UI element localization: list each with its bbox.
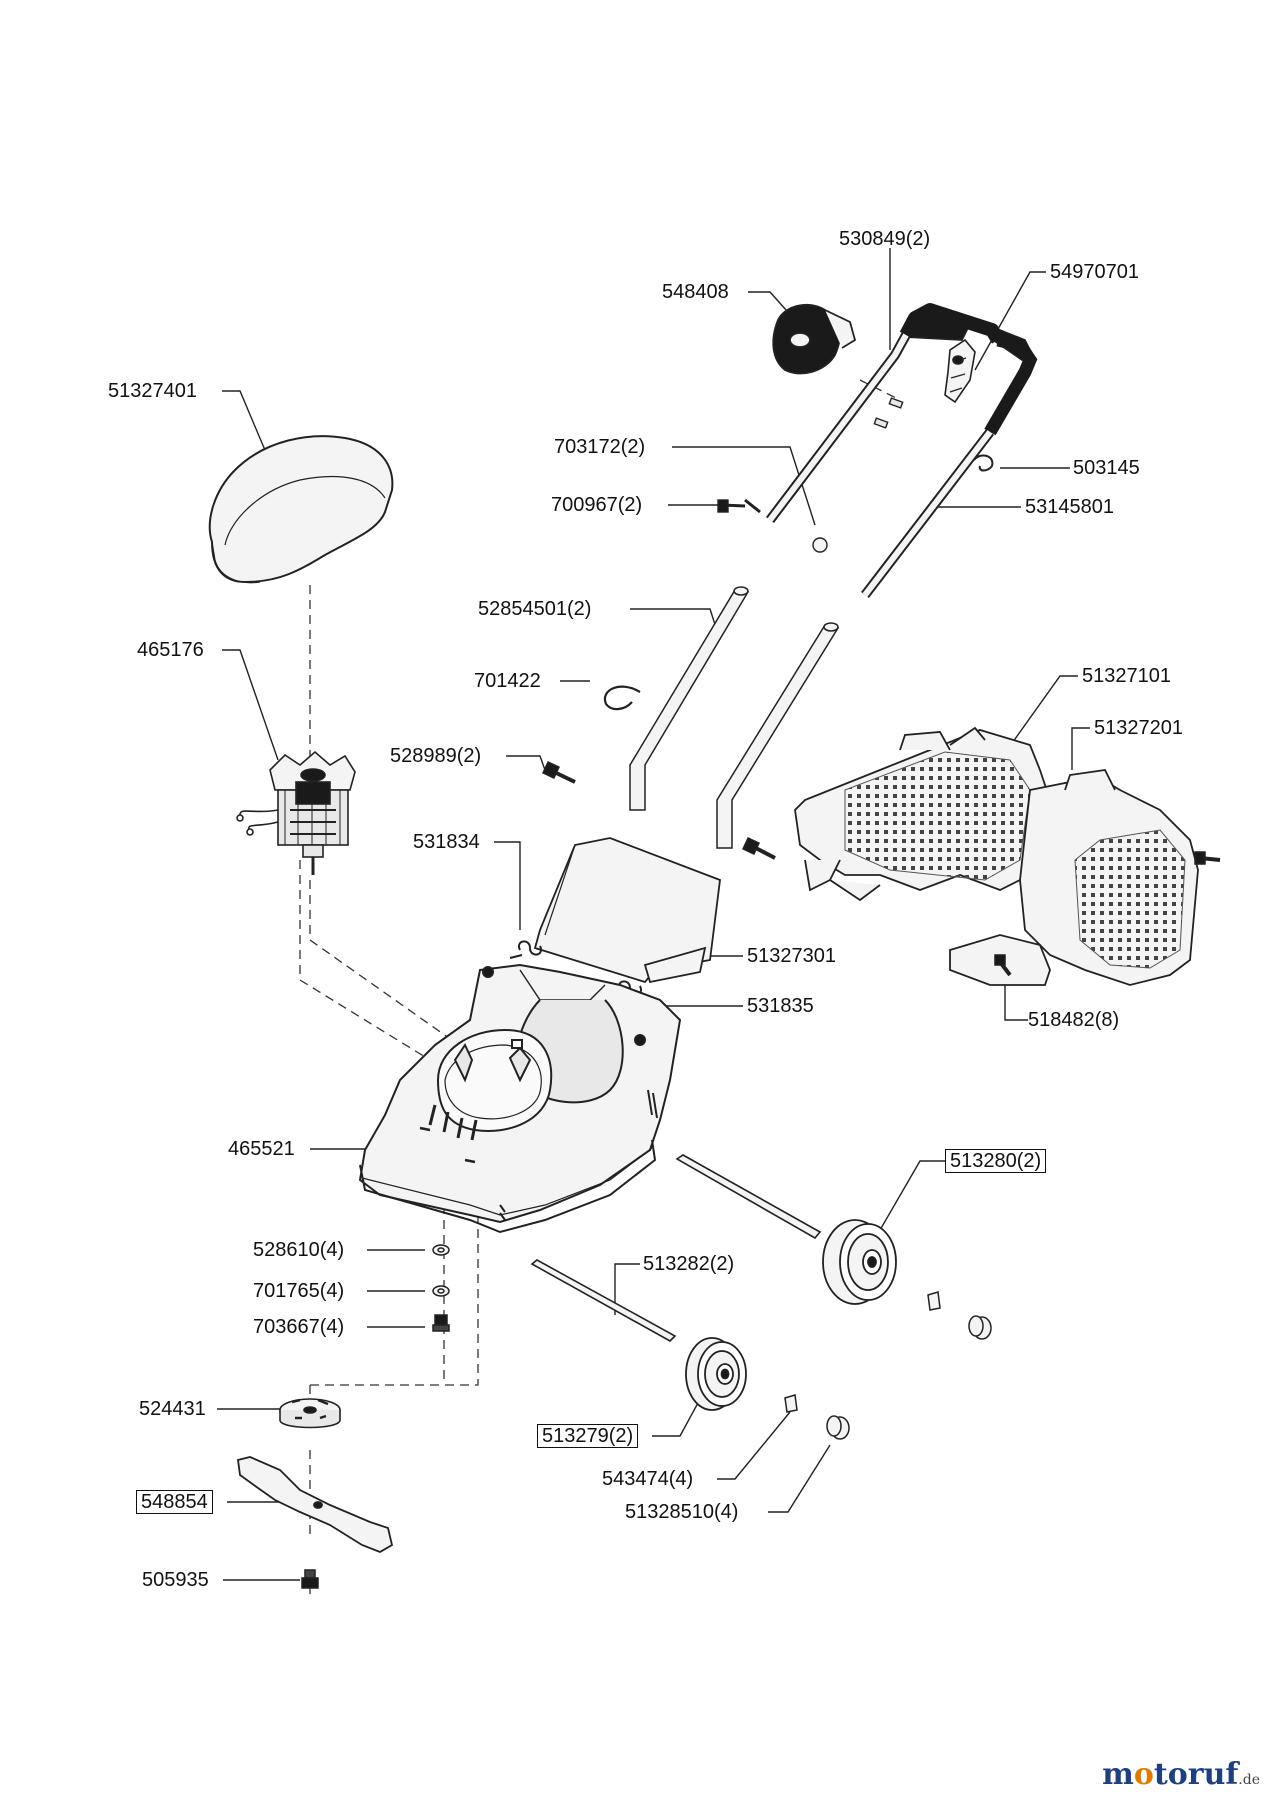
label-703172: 703172(2) <box>554 436 646 458</box>
front-axle <box>530 1259 677 1342</box>
label-543474: 543474(4) <box>602 1468 694 1490</box>
label-51327101: 51327101 <box>1082 665 1171 687</box>
label-548854: 548854 <box>136 1490 213 1514</box>
label-513279: 513279(2) <box>537 1424 639 1448</box>
label-54970701: 54970701 <box>1050 261 1139 283</box>
grass-box-half-left <box>794 726 1051 902</box>
lower-handle-bars <box>629 586 840 849</box>
label-531834: 531834 <box>413 831 480 853</box>
leader-lines <box>217 248 1090 1581</box>
upper-handle <box>766 303 1038 599</box>
mower-deck <box>358 963 682 1234</box>
label-51327201: 51327201 <box>1094 717 1183 739</box>
label-51328510: 51328510(4) <box>625 1501 739 1523</box>
motor <box>236 750 356 875</box>
rear-axle <box>675 1154 822 1240</box>
cutting-blade <box>237 1456 394 1553</box>
label-548408: 548408 <box>662 281 729 303</box>
label-51327301: 51327301 <box>747 945 836 967</box>
grass-box-half-right <box>949 769 1199 986</box>
label-52854501: 52854501(2) <box>478 598 592 620</box>
label-528989: 528989(2) <box>390 745 482 767</box>
label-518482: 518482(8) <box>1028 1009 1120 1031</box>
handle-screw <box>542 761 776 860</box>
label-53145801: 53145801 <box>1025 496 1114 518</box>
cable-clip <box>772 303 857 375</box>
blade-bolt <box>301 1569 319 1589</box>
washers-and-bolts <box>432 1244 450 1332</box>
label-528610: 528610(4) <box>253 1239 345 1261</box>
label-51327401: 51327401 <box>108 380 197 402</box>
label-531835: 531835 <box>747 995 814 1017</box>
label-524431: 524431 <box>139 1398 206 1420</box>
label-505935: 505935 <box>142 1569 209 1591</box>
label-465176: 465176 <box>137 639 204 661</box>
rear-flap <box>533 837 721 984</box>
label-513282: 513282(2) <box>643 1253 735 1275</box>
label-701765: 701765(4) <box>253 1280 345 1302</box>
label-503145: 503145 <box>1073 457 1140 479</box>
motoruf-watermark-logo: motoruf.de <box>1102 1757 1260 1792</box>
label-701422: 701422 <box>474 670 541 692</box>
label-700967: 700967(2) <box>551 494 643 516</box>
switch-lever <box>944 338 976 404</box>
label-513280: 513280(2) <box>945 1149 1047 1173</box>
grass-box-lid <box>208 435 394 584</box>
label-530849: 530849(2) <box>839 228 931 250</box>
label-465521: 465521 <box>228 1138 295 1160</box>
front-wheel <box>685 1337 747 1411</box>
wheel-clips-caps <box>784 1291 992 1440</box>
rear-wheel <box>822 1219 897 1305</box>
blade-adapter <box>279 1398 341 1429</box>
grass-box-screws <box>994 851 1221 977</box>
handle-clip <box>603 685 641 711</box>
label-703667: 703667(4) <box>253 1316 345 1338</box>
small-fasteners <box>717 397 994 553</box>
